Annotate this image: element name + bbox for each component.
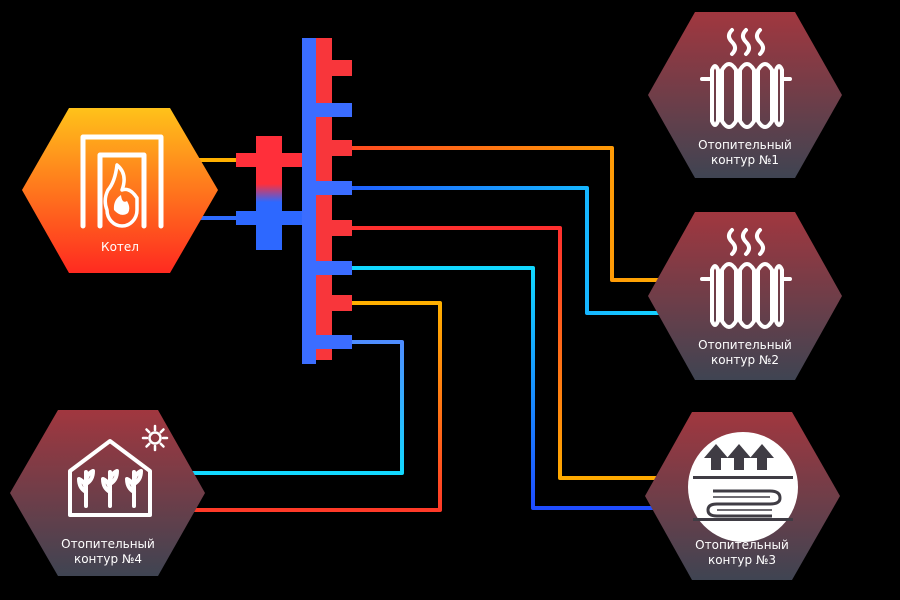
circuit-2-supply-pipe	[352, 146, 680, 282]
circuit-3-return-pipe	[352, 266, 680, 510]
greenhouse-icon	[68, 439, 152, 517]
circuit-4-label-line2: контур №4	[73, 552, 143, 566]
circuit-1-label: Отопительный контур №1	[675, 138, 815, 168]
circuit-1-label-line2: контур №1	[710, 153, 780, 167]
circuit-4-node	[10, 410, 205, 576]
circuit-4-supply-pipe	[190, 301, 442, 512]
circuit-3-label-line1: Отопительный	[695, 538, 789, 552]
circuit-4-label-line1: Отопительный	[61, 537, 155, 551]
circuit-4-hexagon	[10, 410, 205, 576]
circuit-3-label-line2: контур №3	[707, 553, 777, 567]
pipes	[190, 66, 680, 512]
return-outlet-2	[316, 181, 352, 195]
radiator-icon	[700, 28, 792, 129]
boiler-hexagon	[22, 108, 218, 273]
return-outlet-1	[316, 103, 352, 117]
boiler-label: Котел	[101, 240, 139, 254]
circuit-1-label-line1: Отопительный	[698, 138, 792, 152]
return-outlet-3	[316, 261, 352, 275]
supply-outlet-3	[332, 220, 352, 236]
supply-collector-bar	[316, 38, 332, 360]
circuit-2-node	[648, 212, 842, 380]
circuit-2-label: Отопительный контур №2	[675, 338, 815, 368]
circuit-2-label-line1: Отопительный	[698, 338, 792, 352]
manifold-collector	[236, 38, 352, 364]
circuit-1-node	[648, 12, 842, 178]
supply-outlet-2	[332, 140, 352, 156]
underfloor-heating-icon	[688, 432, 798, 542]
hydro-separator-body	[256, 136, 282, 250]
boiler-node	[22, 108, 218, 273]
circuit-3-label: Отопительный контур №3	[672, 538, 812, 568]
supply-outlet-1	[332, 60, 352, 76]
hydro-separator-supply-stub	[236, 153, 260, 167]
boiler-flame-icon	[80, 134, 164, 229]
radiator-icon	[700, 228, 792, 329]
circuit-4-return-pipe	[190, 340, 404, 475]
circuit-1-hexagon	[648, 12, 842, 178]
circuit-3-supply-pipe	[352, 226, 680, 480]
circuit-2-hexagon	[648, 212, 842, 380]
return-outlet-4	[316, 335, 352, 349]
return-collector-bar	[302, 38, 316, 364]
hydro-separator-return-stub	[236, 211, 260, 225]
sun-icon	[141, 424, 169, 452]
circuit-4-label: Отопительный контур №4	[38, 537, 178, 567]
supply-outlet-4	[332, 295, 352, 311]
hydro-separator-supply-link	[282, 153, 304, 167]
circuit-2-return-pipe	[352, 186, 680, 315]
hydro-separator-return-link	[282, 211, 304, 225]
circuit-3-node	[645, 412, 840, 580]
circuit-2-label-line2: контур №2	[710, 353, 780, 367]
